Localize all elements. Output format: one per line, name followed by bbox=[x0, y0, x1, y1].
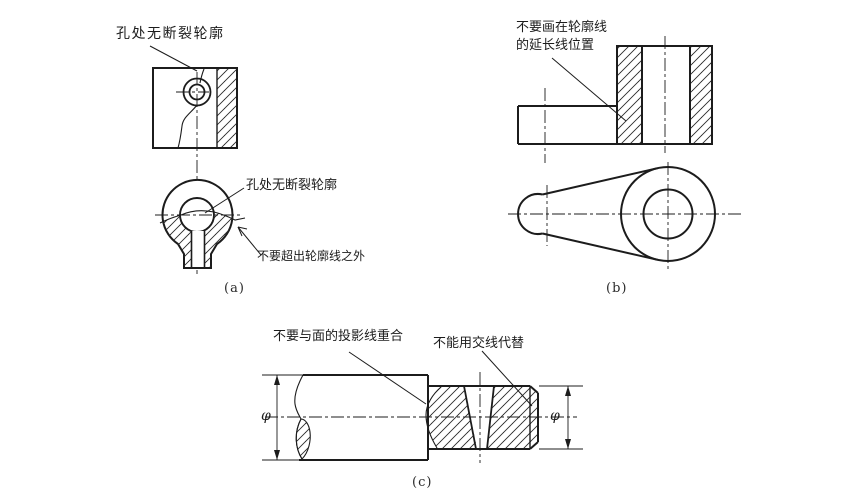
dimension-phi-right: φ bbox=[550, 408, 560, 424]
panel-a-front-view bbox=[149, 45, 238, 274]
panel-b-top-view bbox=[508, 162, 742, 270]
caption-c: (c) bbox=[412, 475, 433, 490]
caption-a: (a) bbox=[224, 281, 245, 296]
dimension-phi-left: φ bbox=[261, 408, 271, 424]
annotation-c-left: 不要与面的投影线重合 bbox=[273, 329, 404, 344]
annotation-b-line2: 的延长线位置 bbox=[516, 38, 595, 53]
annotation-c-right: 不能用交线代替 bbox=[433, 336, 525, 351]
panel-b-front-view bbox=[517, 36, 713, 163]
annotation-a-hole: 孔处无断裂轮廓 bbox=[246, 178, 338, 193]
panel-c-shaft-view bbox=[262, 350, 583, 463]
panel-a-bottom-view bbox=[155, 179, 262, 269]
annotation-a-front: 孔处无断裂轮廓 bbox=[116, 26, 225, 42]
caption-b: (b) bbox=[606, 281, 628, 296]
annotation-b-line1: 不要画在轮廓线 bbox=[516, 20, 608, 35]
annotation-a-contour: 不要超出轮廓线之外 bbox=[257, 249, 366, 263]
